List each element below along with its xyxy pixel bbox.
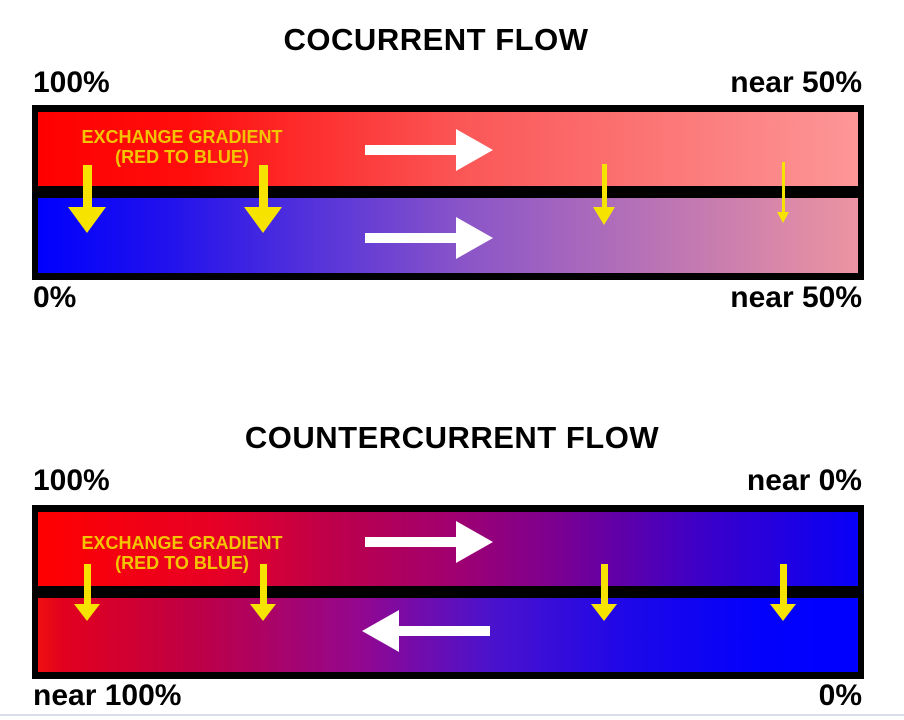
cocurrent-bottom-right-label: near 50% xyxy=(730,281,862,314)
caption-line-1: EXCHANGE GRADIENT xyxy=(81,127,283,147)
cocurrent-bottom-left-label: 0% xyxy=(33,281,77,314)
arrow-head xyxy=(770,604,796,621)
transfer-down-arrow-icon xyxy=(593,164,615,225)
countercurrent-title: COUNTERCURRENT FLOW xyxy=(244,420,660,455)
arrow-head xyxy=(456,217,493,259)
arrow-head xyxy=(74,604,100,621)
arrow-shaft xyxy=(83,564,91,604)
arrow-head xyxy=(456,521,493,563)
cocurrent-gradient-caption: EXCHANGE GRADIENT (RED TO BLUE) xyxy=(42,127,322,167)
cocurrent-title: COCURRENT FLOW xyxy=(283,22,589,57)
flow-left-arrow-icon xyxy=(362,610,490,652)
flow-right-arrow-icon xyxy=(365,217,493,259)
arrow-head xyxy=(777,212,789,223)
arrow-shaft xyxy=(259,564,267,604)
arrow-shaft xyxy=(365,145,456,155)
flow-right-arrow-icon xyxy=(365,521,493,563)
arrow-shaft xyxy=(82,165,92,207)
arrow-head xyxy=(68,207,106,233)
flow-right-arrow-icon xyxy=(365,129,493,171)
transfer-down-arrow-icon xyxy=(591,564,617,621)
transfer-down-arrow-icon xyxy=(74,564,100,621)
arrow-head xyxy=(591,604,617,621)
transfer-down-arrow-icon xyxy=(68,165,106,233)
countercurrent-gradient-caption: EXCHANGE GRADIENT (RED TO BLUE) xyxy=(42,533,322,573)
transfer-down-arrow-icon xyxy=(770,564,796,621)
countercurrent-top-bar xyxy=(38,512,858,586)
arrow-shaft xyxy=(781,162,785,212)
arrow-shaft xyxy=(365,537,456,547)
arrow-shaft xyxy=(258,165,268,207)
arrow-shaft xyxy=(779,564,787,604)
arrow-shaft xyxy=(601,164,607,207)
countercurrent-top-left-label: 100% xyxy=(33,464,110,497)
arrow-shaft xyxy=(365,233,456,243)
arrow-head xyxy=(456,129,493,171)
caption-line-2: (RED TO BLUE) xyxy=(115,553,249,573)
transfer-down-arrow-icon xyxy=(244,165,282,233)
arrow-head xyxy=(593,207,615,225)
caption-line-1: EXCHANGE GRADIENT xyxy=(81,533,283,553)
arrow-head xyxy=(244,207,282,233)
page-bottom-divider xyxy=(0,714,904,716)
caption-line-2: (RED TO BLUE) xyxy=(115,147,249,167)
cocurrent-top-left-label: 100% xyxy=(33,66,110,99)
countercurrent-bottom-right-label: 0% xyxy=(818,679,862,712)
countercurrent-bottom-left-label: near 100% xyxy=(33,679,182,712)
transfer-down-arrow-icon xyxy=(250,564,276,621)
transfer-down-arrow-icon xyxy=(777,162,789,223)
cocurrent-top-right-label: near 50% xyxy=(730,66,862,99)
arrow-head xyxy=(250,604,276,621)
countercurrent-top-right-label: near 0% xyxy=(746,464,862,497)
arrow-shaft xyxy=(399,626,490,636)
arrow-head xyxy=(362,610,399,652)
arrow-shaft xyxy=(600,564,608,604)
